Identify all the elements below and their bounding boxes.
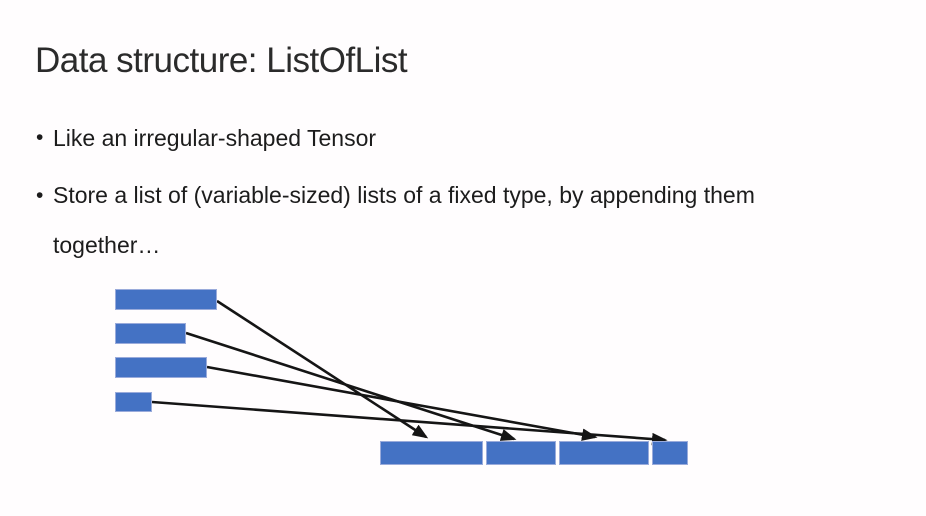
bullet-text: Like an irregular-shaped Tensor: [53, 125, 377, 151]
slide-title: Data structure: ListOfList: [35, 41, 408, 80]
bullet-text: Store a list of (variable-sized) lists o…: [53, 182, 755, 258]
source-list-rect: [115, 323, 186, 344]
append-arrow: [216, 299, 429, 439]
bullet-marker: •: [36, 184, 44, 207]
bullet-marker: •: [36, 126, 44, 149]
result-array-segment: [380, 441, 483, 465]
bullet-item: • Like an irregular-shaped Tensor: [35, 123, 847, 153]
append-arrow: [151, 400, 668, 446]
source-list-rect: [115, 357, 207, 378]
result-array-segment: [559, 441, 649, 465]
result-array-segment: [652, 441, 688, 465]
append-arrow: [206, 365, 598, 441]
source-list-rect: [115, 289, 217, 310]
source-list-rect: [115, 392, 152, 412]
append-arrow: [185, 331, 517, 441]
bullet-item: • Store a list of (variable-sized) lists…: [35, 170, 847, 270]
result-array-segment: [486, 441, 556, 465]
